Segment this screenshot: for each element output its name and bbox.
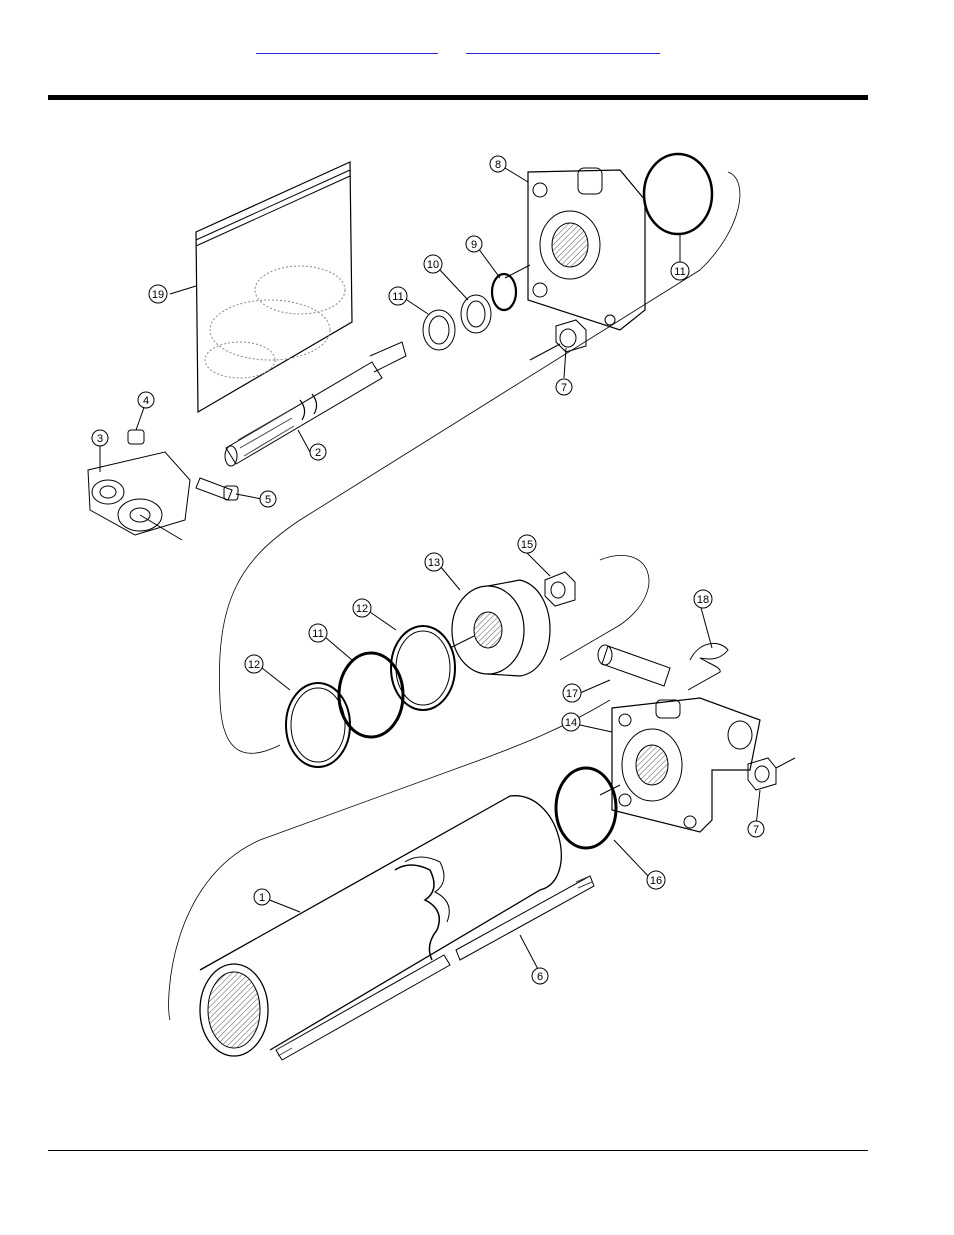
piston-ring-11: [339, 653, 403, 737]
small-nut: [128, 430, 144, 444]
callouts: 1 2 3 4 5 6 7 7 8 9 10 11 11 11 12 12 13…: [92, 156, 764, 984]
svg-text:14: 14: [565, 717, 577, 729]
svg-text:5: 5: [265, 494, 271, 506]
svg-text:11: 11: [674, 266, 685, 278]
svg-text:6: 6: [537, 971, 543, 983]
callout-2: 2: [310, 444, 326, 460]
piston-ring-12a: [391, 626, 455, 710]
svg-text:12: 12: [356, 603, 368, 615]
callout-3: 3: [92, 430, 108, 446]
callout-13: 13: [425, 553, 443, 571]
svg-text:11: 11: [392, 291, 403, 303]
hex-nut-top: [530, 320, 586, 360]
callout-6: 6: [532, 968, 548, 984]
callout-19: 19: [149, 285, 167, 303]
piston-nut: [545, 572, 575, 606]
svg-text:17: 17: [566, 688, 578, 700]
callout-16: 16: [647, 871, 665, 889]
callout-12a: 12: [353, 599, 371, 617]
piston-ring-12b: [286, 683, 350, 767]
callout-9: 9: [466, 236, 482, 252]
callout-17: 17: [563, 684, 581, 702]
svg-text:19: 19: [152, 289, 164, 301]
svg-text:9: 9: [471, 239, 477, 251]
callout-5: 5: [260, 491, 276, 507]
callout-10: 10: [424, 255, 442, 273]
svg-text:11: 11: [312, 628, 323, 640]
svg-text:8: 8: [495, 159, 501, 171]
svg-text:15: 15: [521, 539, 533, 551]
svg-text:10: 10: [427, 259, 439, 271]
callout-4: 4: [138, 392, 154, 408]
callout-14: 14: [562, 713, 580, 731]
o-ring-16: [556, 768, 616, 848]
callout-8: 8: [490, 156, 506, 172]
seal-kit-bag: [196, 162, 352, 412]
svg-text:4: 4: [143, 395, 149, 407]
svg-text:12: 12: [248, 659, 260, 671]
callout-7b: 7: [748, 821, 764, 837]
hair-pin-clip: [688, 643, 728, 690]
svg-text:7: 7: [753, 824, 759, 836]
callout-11a: 11: [671, 262, 689, 280]
bottom-rule: [48, 1150, 868, 1151]
cap-screw: [196, 478, 238, 500]
callout-11c: 11: [309, 624, 327, 642]
callout-7a: 7: [556, 379, 572, 395]
callout-11b: 11: [389, 287, 407, 305]
svg-text:1: 1: [259, 892, 265, 904]
base-end-cap: [600, 698, 760, 832]
svg-text:16: 16: [650, 875, 662, 887]
callout-15: 15: [518, 535, 536, 553]
o-ring-9: [492, 274, 516, 310]
rod-end-cap: [505, 168, 645, 330]
svg-text:13: 13: [428, 557, 440, 569]
svg-text:18: 18: [697, 594, 709, 606]
svg-text:2: 2: [315, 447, 321, 459]
callout-12b: 12: [245, 655, 263, 673]
cylinder-tube: [200, 796, 561, 1056]
svg-text:3: 3: [97, 433, 103, 445]
clevis: [88, 452, 190, 540]
hex-nut-bottom: [748, 758, 795, 790]
callout-1: 1: [254, 889, 270, 905]
piston: [450, 580, 550, 676]
svg-text:7: 7: [561, 382, 567, 394]
tie-rods: [276, 876, 594, 1060]
large-seal-top: [644, 154, 712, 234]
clevis-pin: [598, 645, 670, 686]
callout-18: 18: [694, 590, 712, 608]
